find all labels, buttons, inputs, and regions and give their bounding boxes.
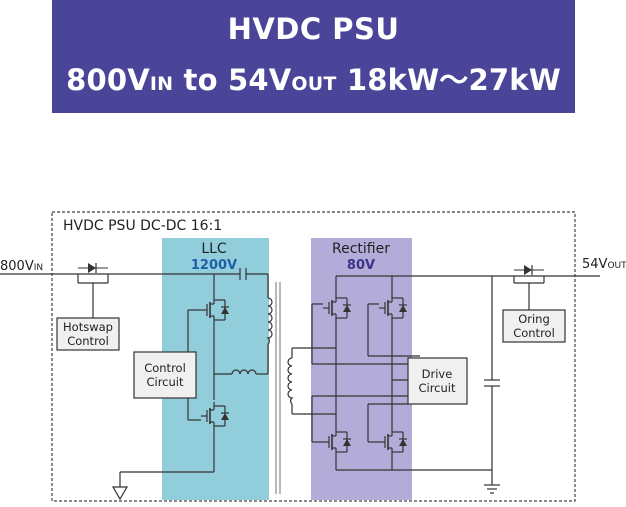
drive-label-line1: Drive <box>422 367 453 381</box>
oring-diode-icon <box>514 265 544 275</box>
input-voltage-label: 800VIN <box>0 259 43 274</box>
frame-title: HVDC PSU DC-DC 16:1 <box>63 218 222 234</box>
title-banner: HVDC PSU 800VIN to 54VOUT 18kW〜27kW <box>52 0 575 113</box>
banner-subtitle: 800VIN to 54VOUT 18kW〜27kW <box>52 57 575 99</box>
rectifier-voltage: 80V <box>347 258 375 273</box>
llc-resonant-inductor <box>266 297 273 345</box>
hotswap-label-line2: Control <box>67 334 109 348</box>
banner-input-sub: IN <box>149 73 174 95</box>
banner-power-range: 18kW〜27kW <box>336 63 561 97</box>
control-label-line1: Control <box>144 361 186 375</box>
banner-output-voltage: to 54V <box>173 63 292 97</box>
llc-title: LLC <box>201 241 227 257</box>
wiring <box>0 268 600 494</box>
ground-symbol-primary <box>111 486 129 501</box>
banner-title: HVDC PSU <box>227 12 400 46</box>
rectifier-title: Rectifier <box>332 241 390 257</box>
control-label-line2: Circuit <box>146 375 184 389</box>
hotswap-control-box <box>56 317 120 351</box>
llc-voltage: 1200V <box>191 258 237 273</box>
oring-control-box <box>502 309 566 343</box>
oring-label-line1: Oring <box>518 312 550 326</box>
drive-label-line2: Circuit <box>418 381 456 395</box>
rectifier-stage-bg <box>311 238 412 500</box>
banner-output-sub: OUT <box>291 73 337 95</box>
hotswap-diode-icon <box>78 263 108 273</box>
hotswap-label-line1: Hotswap <box>63 320 113 334</box>
transformer-secondary <box>287 357 294 405</box>
output-voltage-label: 54VOUT <box>582 257 626 272</box>
banner-input-voltage: 800V <box>66 63 150 97</box>
series-inductor <box>231 369 257 375</box>
ground-symbol-output <box>484 484 500 494</box>
drive-circuit-box <box>407 357 468 405</box>
psu-frame <box>51 211 576 502</box>
control-circuit-box <box>133 351 197 399</box>
oring-label-line2: Control <box>513 326 555 340</box>
